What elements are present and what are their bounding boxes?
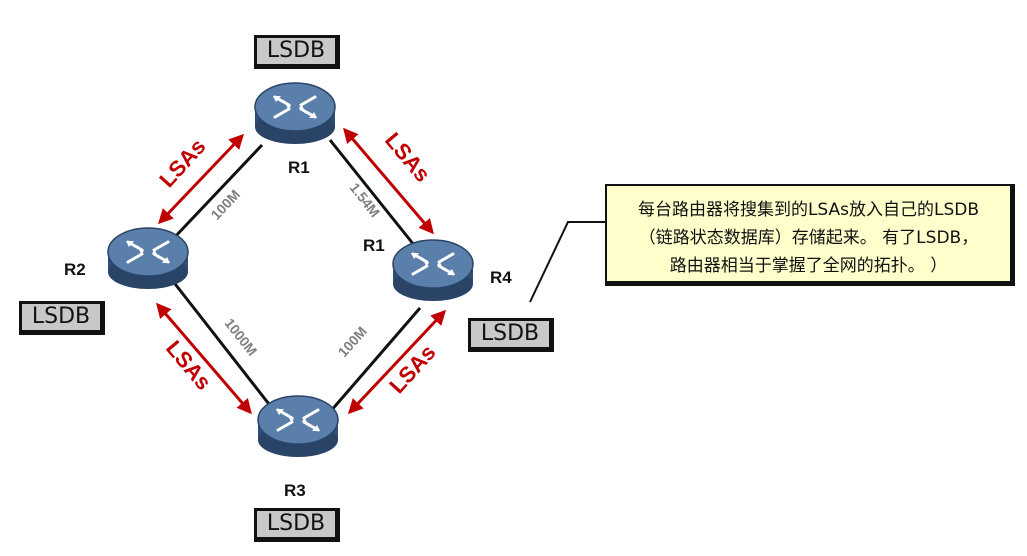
router-label-r1: R1 <box>288 158 310 177</box>
callout-line-1: 每台路由器将搜集到的LSAs放入自己的LSDB <box>637 200 980 220</box>
router-icon-r3 <box>256 394 340 459</box>
lsa-arrow-r1-r2 <box>157 133 245 225</box>
lsa-arrow-r1-r4 <box>343 127 434 235</box>
lsa-label-r3-r4: LSAs <box>384 340 440 399</box>
explanation-callout: 每台路由器将搜集到的LSAs放入自己的LSDB （链路状态数据库）存储起来。 有… <box>605 184 1015 286</box>
callout-line-2: （链路状态数据库）存储起来。 有了LSDB， <box>638 228 979 248</box>
router-label-r4: R4 <box>490 268 512 287</box>
callout-line-3: 路由器相当于掌握了全网的拓扑。 ） <box>669 256 948 276</box>
lsdb-box-r3: LSDB <box>254 508 340 542</box>
router-label-r1-secondary: R1 <box>363 236 385 255</box>
lsdb-box-r2: LSDB <box>19 301 105 335</box>
lsa-label-r1-r4: LSAs <box>380 128 435 187</box>
lsa-arrow-r2-r3 <box>156 302 252 415</box>
bandwidth-r3-r4: 100M <box>335 323 370 360</box>
lsa-arrow-r3-r4 <box>347 309 447 415</box>
router-icon-r2 <box>106 226 190 291</box>
lsdb-box-r1: LSDB <box>254 35 340 69</box>
lsa-label-r1-r2: LSAs <box>154 134 210 193</box>
callout-connector <box>529 221 605 303</box>
lsdb-box-r4: LSDB <box>468 318 554 352</box>
router-icon-r1 <box>253 81 337 146</box>
router-label-r2: R2 <box>64 260 86 279</box>
router-label-r3: R3 <box>284 481 306 500</box>
bandwidth-r1-r2: 100M <box>208 186 244 223</box>
router-icon-r4 <box>391 238 475 303</box>
